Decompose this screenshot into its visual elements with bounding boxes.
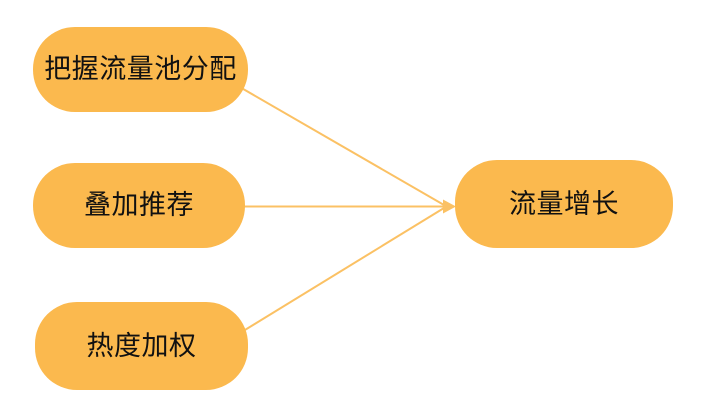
node-source-1[interactable]: 把握流量池分配 xyxy=(33,27,248,112)
node-source-2[interactable]: 叠加推荐 xyxy=(33,163,245,248)
node-source-3[interactable]: 热度加权 xyxy=(35,302,248,390)
node-label: 把握流量池分配 xyxy=(44,54,237,85)
arrowhead-icon xyxy=(443,199,456,214)
node-label: 流量增长 xyxy=(509,188,619,220)
node-label: 热度加权 xyxy=(86,330,197,362)
edge-source3-to-target xyxy=(239,207,445,334)
node-label: 叠加推荐 xyxy=(84,190,194,221)
edge-source1-to-target xyxy=(237,85,445,206)
node-target[interactable]: 流量增长 xyxy=(455,160,673,248)
